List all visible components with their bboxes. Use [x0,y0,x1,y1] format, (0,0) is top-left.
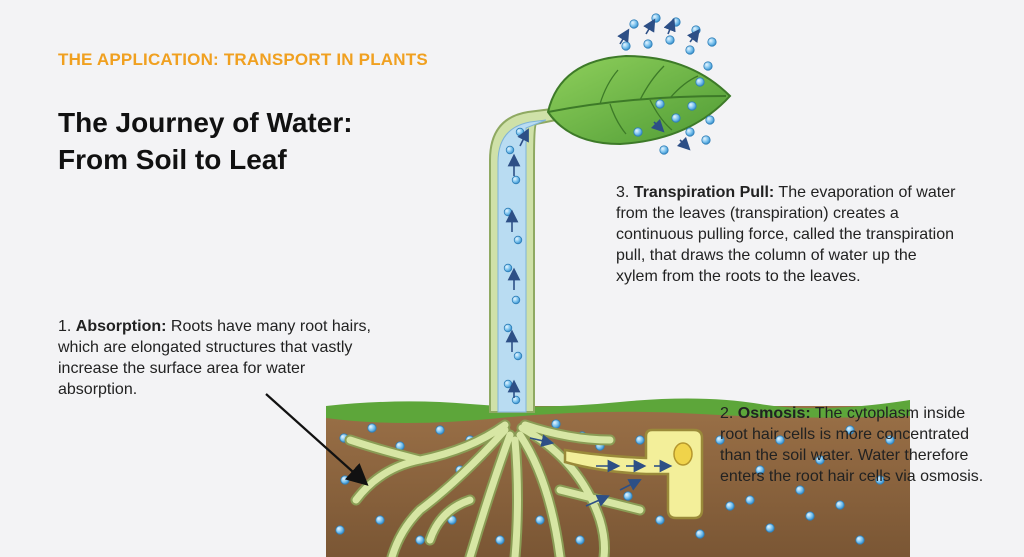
water-droplet-icon [633,127,643,137]
water-droplet-icon [707,37,717,47]
water-droplet-icon [671,113,681,123]
water-droplet-icon [340,475,350,485]
upward-flow-arrow-icon [517,128,529,147]
callout-transpiration: 3. Transpiration Pull: The evaporation o… [616,182,961,287]
water-droplet-icon [687,101,697,111]
title-line-1: The Journey of Water: [58,107,353,138]
callout-term: Transpiration Pull: [633,184,775,201]
water-droplet-icon [815,455,825,465]
water-droplet-icon [655,99,665,109]
water-droplet-icon [755,465,765,475]
callout-term: Absorption: [75,318,167,335]
water-droplet-icon [503,263,513,273]
water-droplet-icon [885,435,895,445]
callout-term: Osmosis: [737,405,811,422]
water-droplet-icon [703,61,713,71]
water-droplet-icon [651,13,661,23]
water-droplet-icon [495,535,505,545]
water-droplet-icon [725,501,735,511]
water-droplet-icon [503,379,513,389]
page-title: The Journey of Water: From Soil to Leaf [58,104,353,178]
soil-block [326,398,910,557]
water-droplet-icon [511,395,521,405]
section-eyebrow: THE APPLICATION: TRANSPORT IN PLANTS [58,50,428,69]
water-droplet-icon [685,45,695,55]
water-droplet-icon [805,511,815,521]
water-droplet-icon [375,515,385,525]
callout-text: Roots have many root hairs, which are el… [58,318,371,398]
callout-text: The evaporation of water from the leaves… [616,184,956,285]
water-droplet-icon [575,535,585,545]
water-droplet-icon [685,127,695,137]
osmosis-arrows [529,434,673,507]
leaf [546,54,732,146]
transpiration-droplets [617,13,717,155]
water-droplet-icon [513,351,523,361]
xylem-water-flow [503,127,529,405]
water-droplet-icon [695,77,705,87]
callout-number: 2. [720,405,734,422]
upward-flow-arrow-icon [617,28,630,45]
water-droplet-icon [367,423,377,433]
upward-flow-arrow-icon [663,18,676,35]
water-droplet-icon [671,17,681,27]
water-droplet-icon [695,529,705,539]
water-droplet-icon [835,500,845,510]
pointer-arrow-icon [265,393,369,486]
water-droplet-icon [745,495,755,505]
water-droplet-icon [659,145,669,155]
water-droplet-icon [505,145,515,155]
callout-number: 3. [616,184,630,201]
water-droplet-icon [535,515,545,525]
water-droplet-icon [775,435,785,445]
water-droplet-icon [701,135,711,145]
callout-osmosis: 2. Osmosis: The cytoplasm inside root ha… [720,403,990,487]
water-droplet-icon [715,435,725,445]
water-droplet-icon [335,525,345,535]
water-droplet-icon [629,19,639,29]
upward-flow-arrow-icon [676,136,691,151]
water-droplet-icon [503,207,513,217]
water-droplet-icon [705,115,715,125]
water-droplet-icon [513,235,523,245]
water-droplet-icon [643,39,653,49]
water-droplet-icon [621,41,631,51]
water-droplet-icon [511,295,521,305]
upward-flow-arrow-icon [643,18,656,35]
water-droplet-icon [435,425,445,435]
water-droplet-icon [855,535,865,545]
water-droplet-icon [765,523,775,533]
water-droplet-icon [691,25,701,35]
water-droplet-icon [875,475,885,485]
water-droplet-icon [511,175,521,185]
water-droplet-icon [665,35,675,45]
upward-flow-arrow-icon [687,28,700,43]
water-droplet-icon [845,425,855,435]
upward-flow-arrow-icon [650,118,665,133]
water-droplet-icon [635,435,645,445]
water-droplet-icon [623,491,633,501]
root-hair-cell [563,428,704,520]
water-droplet-icon [551,419,561,429]
water-droplet-icon [515,127,525,137]
water-droplet-icon [415,535,425,545]
callout-absorption: 1. Absorption: Roots have many root hair… [58,316,378,400]
water-droplet-icon [655,515,665,525]
water-droplet-icon [503,323,513,333]
plant-stem [489,106,568,413]
callout-text: The cytoplasm inside root hair cells is … [720,405,984,485]
title-line-2: From Soil to Leaf [58,144,287,175]
water-droplet-icon [795,485,805,495]
callout-number: 1. [58,318,72,335]
